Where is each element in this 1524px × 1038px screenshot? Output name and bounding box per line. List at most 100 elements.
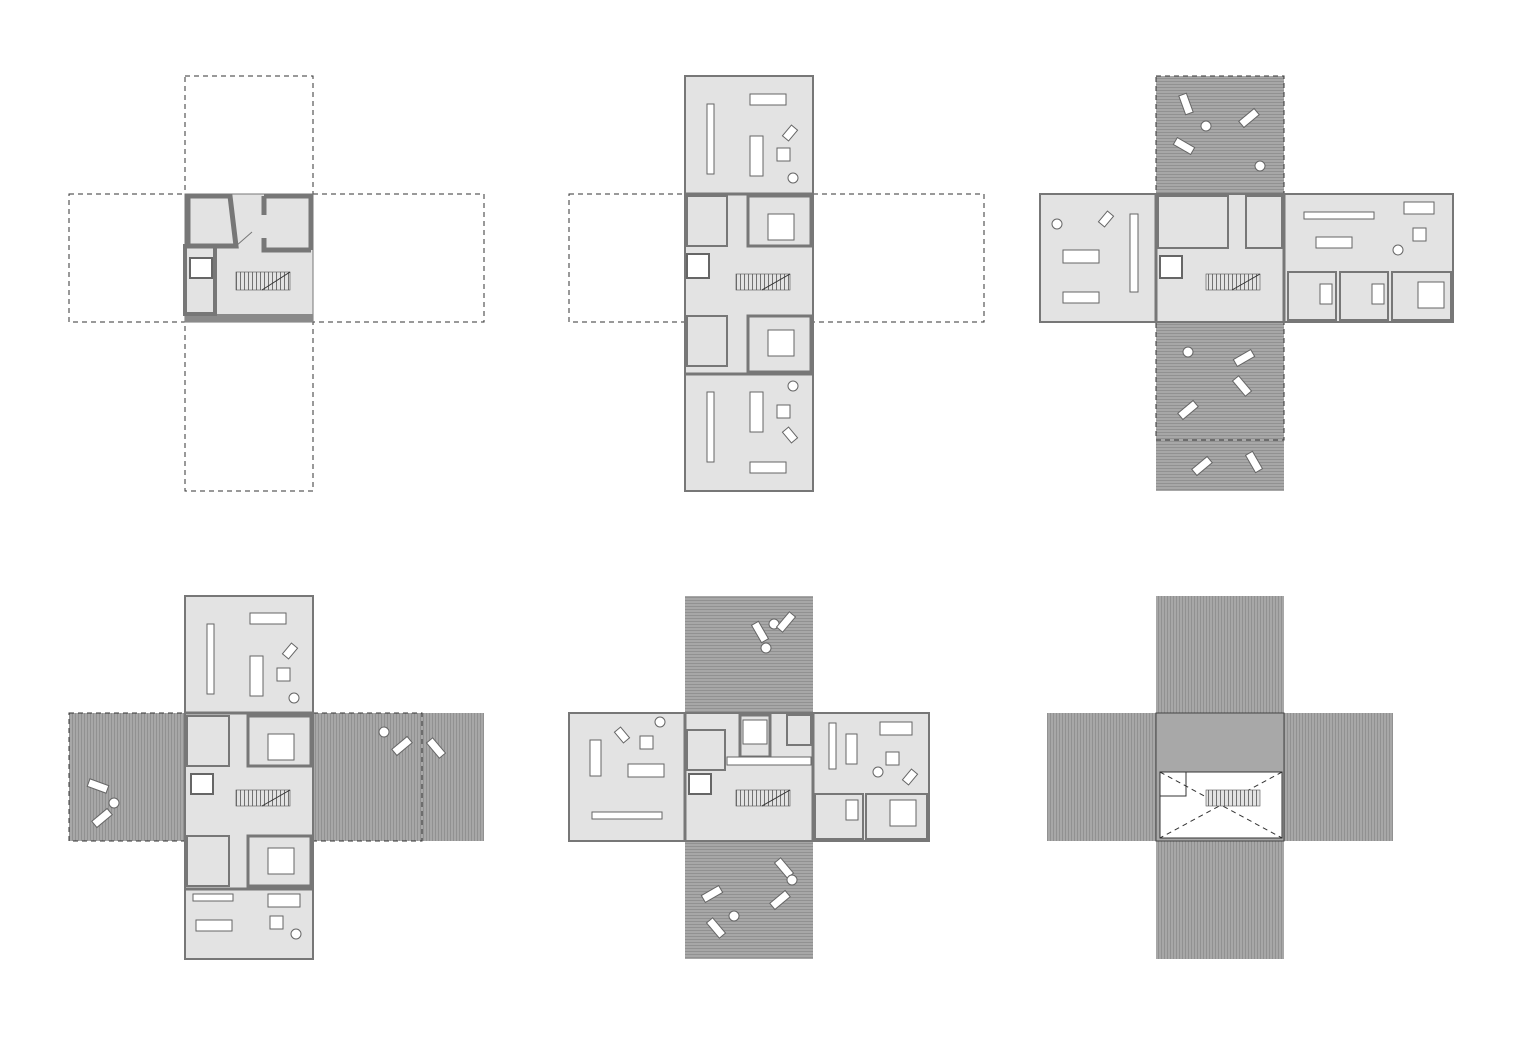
deck-stool bbox=[108, 797, 120, 809]
bed-lower bbox=[267, 847, 295, 875]
sofa bbox=[1403, 201, 1435, 215]
deck-stool bbox=[1254, 160, 1266, 172]
bed-upper bbox=[767, 213, 795, 241]
kitchen-counter bbox=[591, 811, 663, 820]
side-table bbox=[654, 716, 666, 728]
side-table bbox=[787, 172, 799, 184]
deck-south bbox=[1156, 322, 1284, 491]
kitchen-counter bbox=[706, 103, 715, 175]
deck-north bbox=[685, 596, 813, 713]
deck-lounger bbox=[700, 884, 724, 904]
deck-lounger bbox=[1238, 107, 1260, 129]
deck-stool bbox=[1182, 346, 1194, 358]
sofa bbox=[267, 893, 301, 908]
stair-stringer bbox=[1231, 273, 1261, 291]
deck-lounger bbox=[1191, 455, 1213, 477]
lounge-chair bbox=[781, 426, 799, 444]
lounge-chair bbox=[1097, 210, 1115, 228]
diagram-core-module bbox=[68, 75, 485, 492]
dining-table bbox=[589, 739, 602, 777]
lounge-chair bbox=[781, 124, 799, 142]
core-shaft bbox=[688, 773, 712, 795]
deck-east bbox=[313, 713, 484, 841]
stair bbox=[735, 789, 791, 807]
armchair bbox=[639, 735, 654, 750]
bedroom-2 bbox=[865, 793, 928, 840]
stair-stringer bbox=[261, 271, 291, 291]
deck-lounger bbox=[1177, 399, 1199, 421]
dashed-west-module bbox=[68, 193, 186, 323]
armchair bbox=[276, 667, 291, 682]
dining-table bbox=[195, 919, 233, 932]
bath-right bbox=[786, 714, 812, 746]
bed bbox=[889, 799, 917, 827]
roof-east bbox=[1284, 713, 1393, 841]
bed bbox=[742, 719, 768, 745]
armchair bbox=[776, 147, 791, 162]
deck-lounger bbox=[1244, 450, 1264, 474]
dashed-west-module bbox=[568, 193, 686, 323]
core-shaft bbox=[190, 773, 214, 795]
side-table bbox=[1392, 244, 1404, 256]
sofa bbox=[749, 135, 764, 177]
kitchen-counter bbox=[206, 623, 215, 695]
core-left-wall bbox=[183, 244, 217, 316]
roof-north bbox=[1156, 596, 1284, 713]
deck-stool bbox=[728, 910, 740, 922]
side-table bbox=[290, 928, 302, 940]
bedroom-lower bbox=[246, 834, 313, 888]
bedroom-upper bbox=[746, 194, 813, 248]
armchair bbox=[885, 751, 900, 766]
diagram-vertical-living-wings bbox=[568, 75, 985, 492]
lounge-chair bbox=[281, 642, 299, 660]
side-table bbox=[288, 692, 300, 704]
roof-west bbox=[1047, 713, 1156, 841]
dining-table bbox=[845, 733, 858, 765]
sofa bbox=[1062, 249, 1100, 264]
armchair bbox=[1412, 227, 1427, 242]
deck-lounger bbox=[769, 889, 791, 911]
bath-upper bbox=[186, 715, 230, 767]
core-walls-right bbox=[261, 193, 314, 253]
bed bbox=[1371, 283, 1385, 305]
dashed-south-module bbox=[184, 321, 314, 492]
stair bbox=[1205, 273, 1261, 291]
side-table bbox=[872, 766, 884, 778]
bedroom-1 bbox=[1287, 271, 1337, 321]
deck-north bbox=[1156, 76, 1284, 194]
bath-right bbox=[1245, 195, 1283, 249]
lounge-chair bbox=[613, 726, 631, 744]
deck-lounger bbox=[1178, 92, 1194, 116]
bath bbox=[686, 729, 726, 771]
bedroom-upper bbox=[246, 714, 313, 768]
dining-table bbox=[749, 93, 787, 106]
bath-lower bbox=[186, 835, 230, 887]
diagram-horizontal-living-with-decks bbox=[1039, 75, 1454, 491]
deck-stool bbox=[760, 642, 772, 654]
bath-left bbox=[1157, 195, 1229, 249]
door-swing bbox=[235, 231, 253, 247]
armchair bbox=[269, 915, 284, 930]
diagram-horizontal-living-with-end-decks bbox=[568, 596, 930, 959]
sofa bbox=[249, 655, 264, 697]
kitchen-counter bbox=[1129, 213, 1139, 293]
deck-lounger bbox=[1232, 348, 1256, 368]
stair-stringer bbox=[761, 789, 791, 807]
sofa bbox=[749, 391, 764, 433]
bedroom-1 bbox=[814, 793, 864, 840]
sofa bbox=[879, 721, 913, 736]
stair-stringer bbox=[761, 273, 791, 291]
dining-table bbox=[249, 612, 287, 625]
deck-lounger bbox=[1172, 136, 1196, 156]
bedroom-2 bbox=[1339, 271, 1389, 321]
sofa bbox=[627, 763, 665, 778]
stair bbox=[1205, 789, 1261, 807]
dashed-east-module bbox=[812, 193, 985, 323]
stair-stringer bbox=[261, 789, 291, 807]
core-shaft bbox=[1159, 255, 1183, 279]
core-bottom-wall bbox=[185, 314, 313, 322]
bed-upper bbox=[267, 733, 295, 761]
deck-lounger bbox=[750, 620, 770, 644]
side-table bbox=[787, 380, 799, 392]
